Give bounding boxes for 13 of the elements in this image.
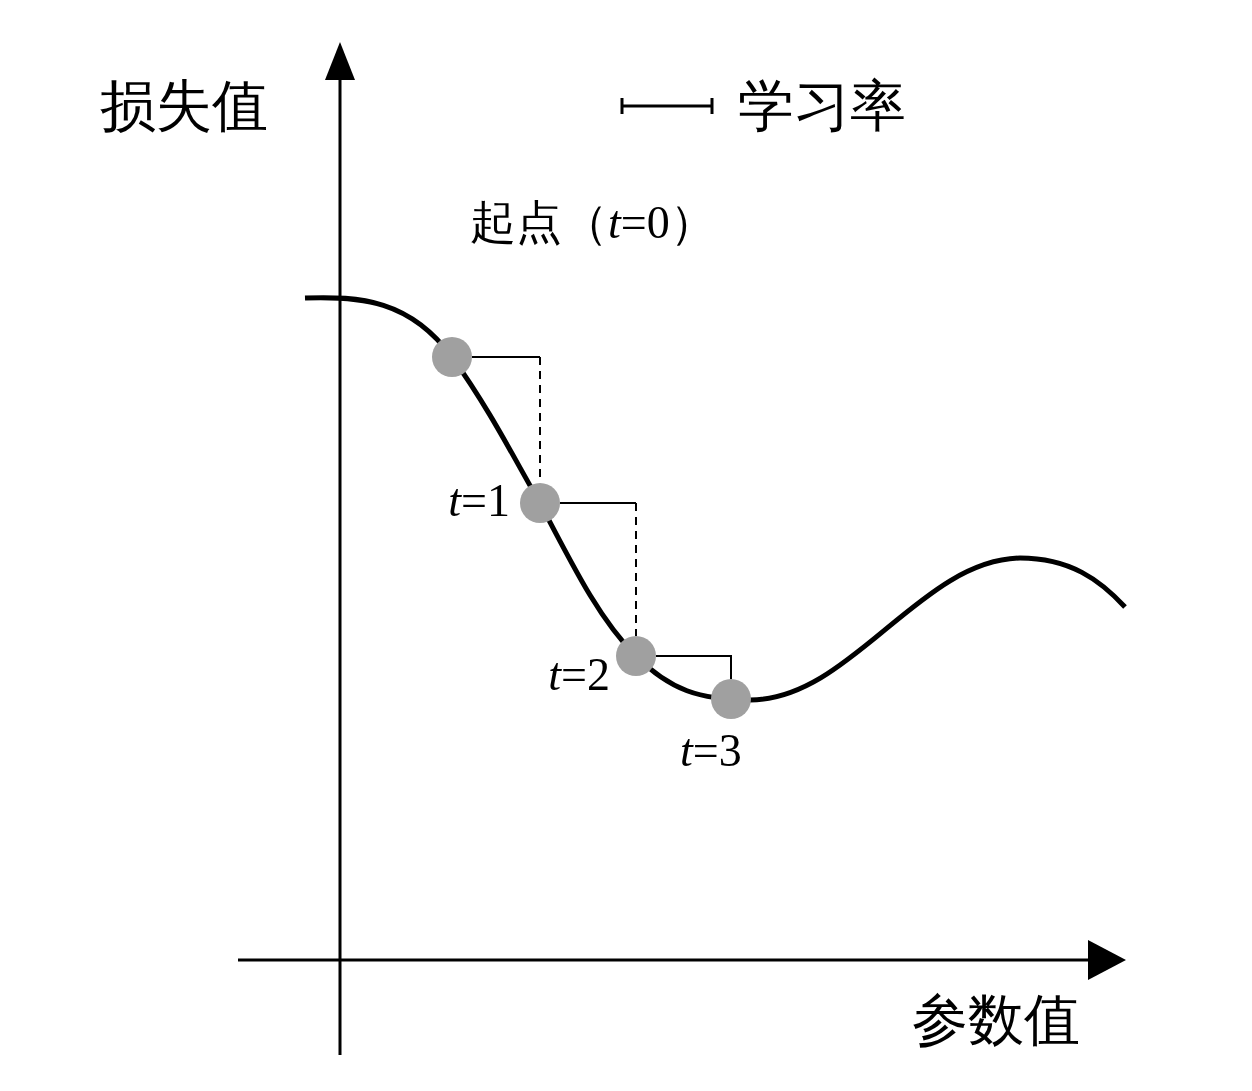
gradient-step-point [520,483,560,523]
learning-rate-step [559,502,637,637]
legend-text: 学习率 [738,78,906,134]
step-label: t=3 [680,728,743,774]
learning-rate-step [655,655,732,680]
gradient-step-point [711,679,751,719]
step-label: t=1 [447,478,510,524]
axis-title: 参数值 [912,992,1080,1048]
axis-title: 损失值 [100,78,268,134]
step-label: t=2 [547,652,610,698]
step-label: 起点（t=0） [470,200,717,246]
gradient-step-point [616,636,656,676]
gradient-step-point [432,337,472,377]
